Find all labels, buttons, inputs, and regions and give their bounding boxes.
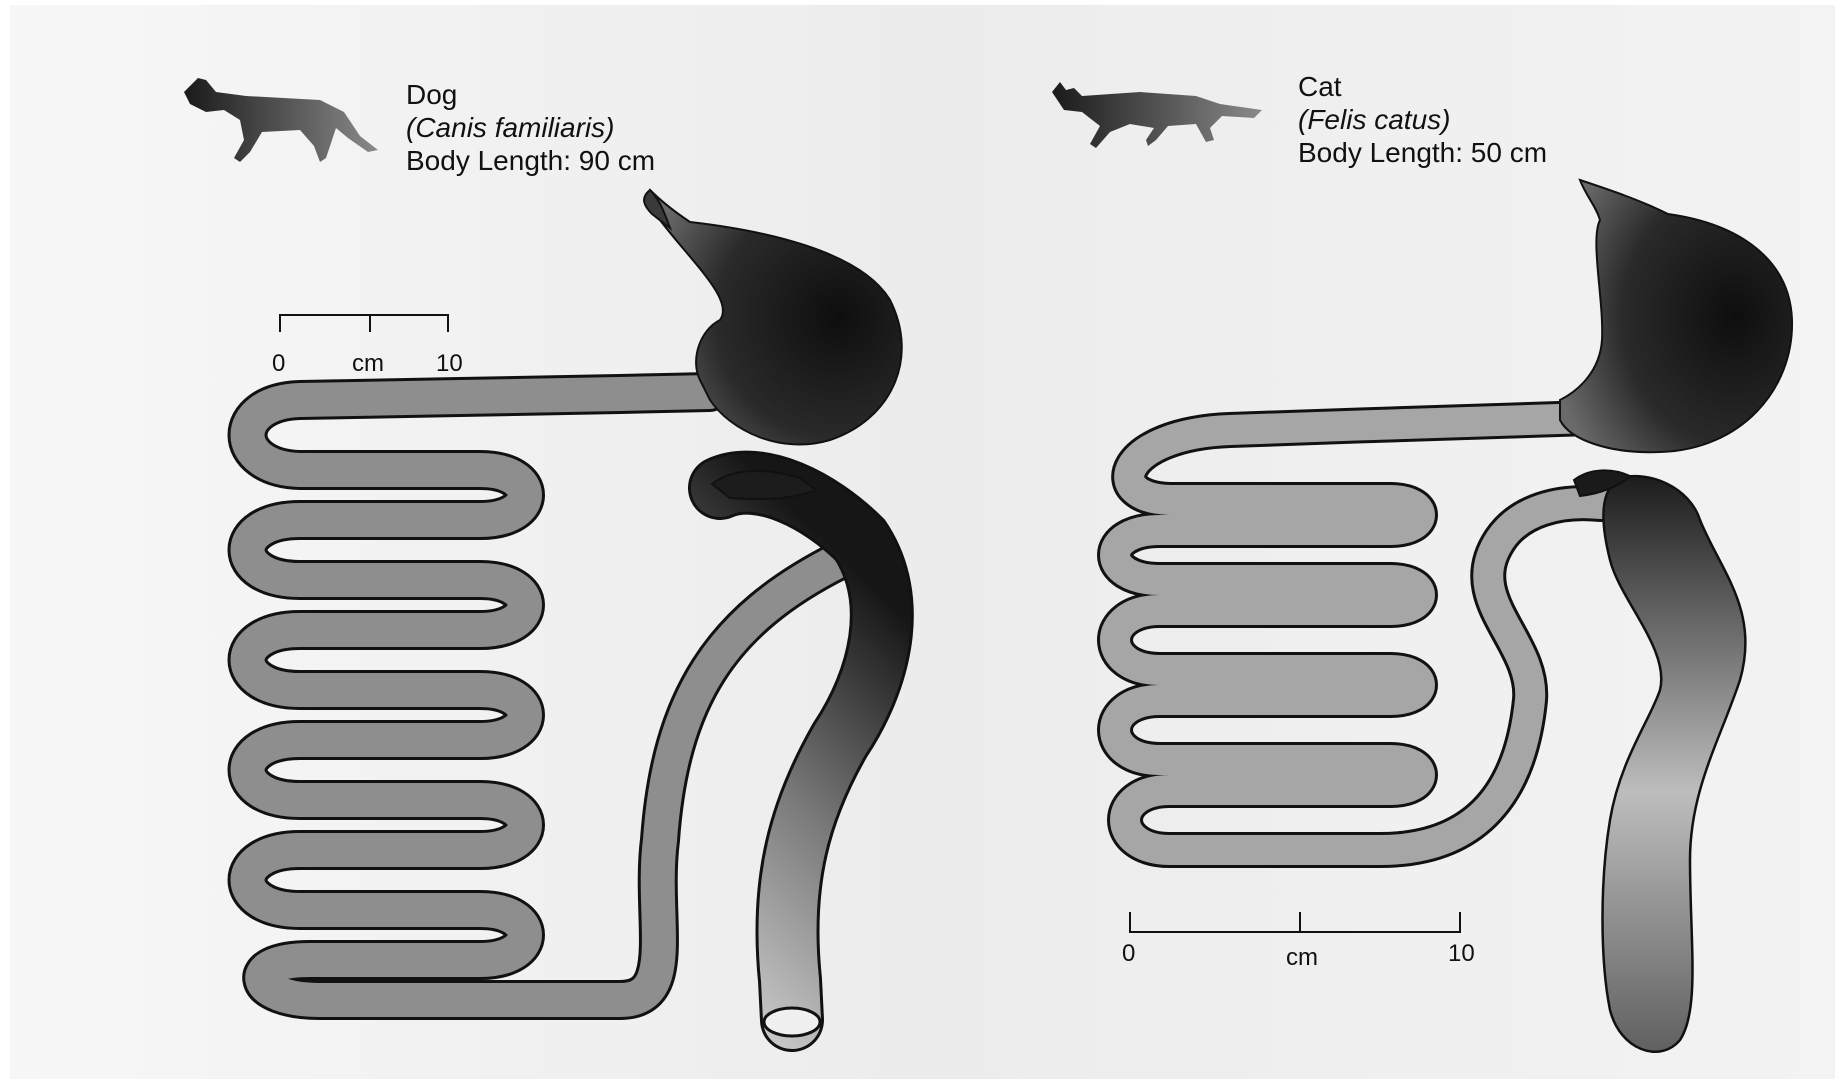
cat-scale-end: 10 bbox=[1448, 940, 1475, 968]
cat-scale-start: 0 bbox=[1122, 940, 1135, 968]
dog-scale-start: 0 bbox=[272, 350, 285, 378]
cat-scale-unit: cm bbox=[1286, 944, 1318, 972]
cat-body-length: Body Length: 50 cm bbox=[1298, 136, 1547, 169]
cat-name: Cat bbox=[1298, 70, 1342, 103]
dog-body-length: Body Length: 90 cm bbox=[406, 144, 655, 177]
dog-scale-end: 10 bbox=[436, 350, 463, 378]
cat-species: (Felis catus) bbox=[1298, 103, 1450, 136]
dog-name: Dog bbox=[406, 78, 457, 111]
dog-scale-unit: cm bbox=[352, 350, 384, 378]
dog-species: (Canis familiaris) bbox=[406, 111, 614, 144]
